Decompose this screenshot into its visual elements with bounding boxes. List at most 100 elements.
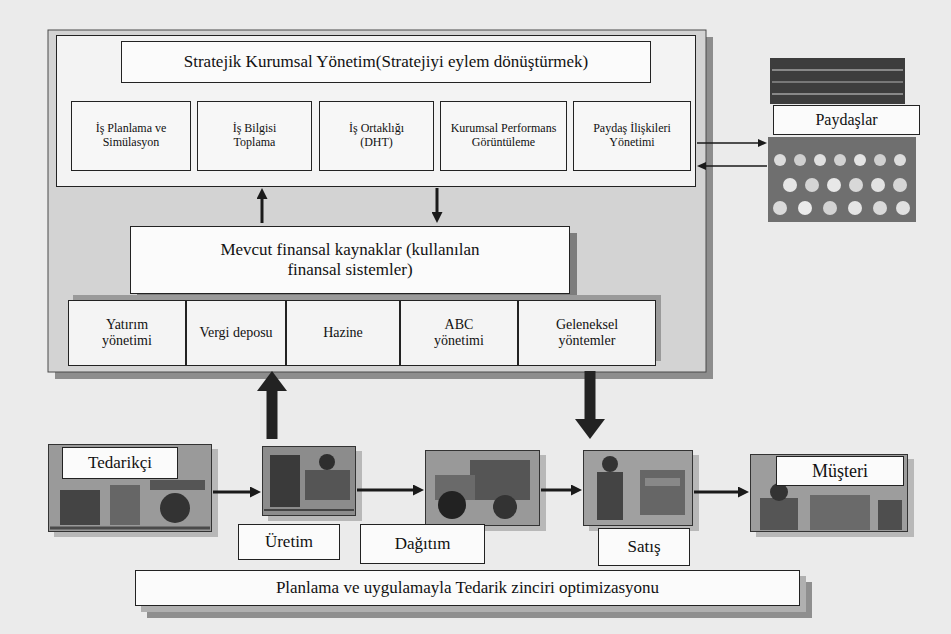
sales-photo (583, 450, 693, 526)
customer-photo (878, 500, 902, 530)
stakeholder-photo (773, 201, 787, 215)
supplier-photo (160, 493, 190, 523)
flow-arrow (261, 199, 264, 223)
sales-photo (597, 472, 623, 520)
node-label: Geleneksel yöntemler (542, 317, 632, 349)
distribution-photo (438, 491, 466, 519)
stakeholder-photo (854, 154, 866, 166)
finance-box: Vergi deposu (186, 300, 286, 366)
production-photo (319, 454, 335, 470)
label-box: Stratejik Kurumsal Yönetim(Stratejiyi ey… (121, 41, 651, 83)
stakeholder-photo (893, 178, 907, 192)
flow-arrow (436, 188, 439, 212)
chain-stage: Satış (583, 450, 693, 566)
stakeholder-photo (814, 154, 826, 166)
node-label: Planlama ve uygulamayla Tedarik zinciri … (276, 578, 659, 598)
production-photo (262, 446, 356, 516)
finance-box: ABC yönetimi (400, 300, 518, 366)
label-box: Mevcut finansal kaynaklar (kullanılan fi… (130, 226, 570, 294)
flow-arrow (357, 489, 413, 492)
stakeholder-photo (768, 137, 916, 222)
node-label: Mevcut finansal kaynaklar (kullanılan fi… (220, 240, 480, 279)
production-photo (264, 509, 354, 511)
photo-frame (262, 446, 356, 516)
process-box: Paydaş İlişkileri Yönetimi (573, 101, 691, 171)
stakeholder-photo (834, 154, 846, 166)
label-box: Vergi deposu (187, 301, 285, 365)
customer-photo (760, 498, 798, 530)
node-label: Müşteri (812, 461, 868, 482)
distribution-photo (493, 495, 517, 519)
stakeholder-node: Paydaşlar (768, 58, 920, 222)
node-label: Paydaşlar (815, 111, 877, 129)
stakeholder-photo (770, 58, 905, 104)
process-box: İş Bilgisi Toplama (197, 101, 312, 171)
node-label: İş Planlama ve Simülasyon (91, 122, 171, 150)
process-box: İş Planlama ve Simülasyon (71, 101, 191, 171)
finance-box: Geleneksel yöntemler (518, 300, 656, 366)
supplier-photo (48, 444, 212, 532)
label-box: Paydaşlar (773, 105, 920, 135)
stakeholder-photo (894, 154, 906, 166)
flow-arrow (541, 489, 571, 492)
flow-arrow (213, 491, 250, 494)
chain-stage: Üretim (238, 446, 356, 560)
customer-photo (810, 495, 870, 530)
sales-photo (640, 470, 685, 515)
node-label: Hazine (323, 325, 363, 341)
node-label: Yatırım yönetimi (89, 317, 165, 349)
customer-photo (750, 454, 908, 532)
outer-panel (48, 30, 713, 379)
strategy-panel: Stratejik Kurumsal Yönetim(Stratejiyi ey… (56, 35, 696, 187)
stakeholder-photo (805, 178, 819, 192)
stakeholder-photo (849, 178, 863, 192)
flow-arrow (697, 142, 758, 144)
label-box: ABC yönetimi (401, 301, 517, 365)
label-box: Planlama ve uygulamayla Tedarik zinciri … (135, 570, 800, 606)
chain-stage: Tedarikçi (48, 444, 212, 532)
stakeholder-photo (874, 154, 886, 166)
label-box: Üretim (238, 524, 340, 560)
label-box: Geleneksel yöntemler (519, 301, 655, 365)
sales-photo (583, 450, 693, 526)
sales-photo (602, 456, 618, 472)
flow-arrow (267, 391, 278, 439)
production-photo (305, 470, 350, 500)
flow-arrow (694, 491, 738, 494)
finance-box: Yatırım yönetimi (68, 300, 186, 366)
stakeholder-photo (848, 201, 862, 215)
stakeholder-photo (768, 58, 916, 222)
stakeholder-photo (772, 81, 903, 83)
node-label: Tedarikçi (88, 453, 152, 473)
production-photo (262, 446, 356, 516)
node-label: ABC yönetimi (421, 317, 497, 349)
label-box: İş Ortaklığı (DHT) (320, 102, 433, 170)
chain-stage: Dağıtım (360, 450, 540, 566)
node-label: Paydaş İlişkileri Yönetimi (592, 122, 672, 150)
node-label: İş Ortaklığı (DHT) (337, 122, 417, 150)
node-label: Stratejik Kurumsal Yönetim(Stratejiyi ey… (184, 52, 588, 72)
stakeholder-photo (772, 93, 903, 95)
label-box: Paydaş İlişkileri Yönetimi (574, 102, 690, 170)
supplier-photo (60, 490, 100, 525)
node-label: İş Bilgisi Toplama (220, 122, 290, 150)
sales-photo (645, 478, 680, 486)
production-photo (270, 455, 300, 507)
photo-frame (583, 450, 693, 526)
node-label: Kurumsal Performans Görüntüleme (445, 122, 562, 150)
process-box: İş Ortaklığı (DHT) (319, 101, 434, 171)
distribution-photo (470, 460, 530, 500)
finance-panel: Mevcut finansal kaynaklar (kullanılan fi… (64, 224, 660, 370)
stakeholder-photo (774, 154, 786, 166)
label-box: Satış (598, 528, 690, 566)
stakeholder-photo (827, 178, 841, 192)
label-box: İş Bilgisi Toplama (198, 102, 311, 170)
stakeholder-photo (794, 154, 806, 166)
label-box: Tedarikçi (62, 447, 178, 479)
supplier-photo (50, 527, 210, 530)
distribution-photo (425, 450, 540, 526)
stakeholder-photo (896, 201, 910, 215)
process-box: Kurumsal Performans Görüntüleme (440, 101, 567, 171)
